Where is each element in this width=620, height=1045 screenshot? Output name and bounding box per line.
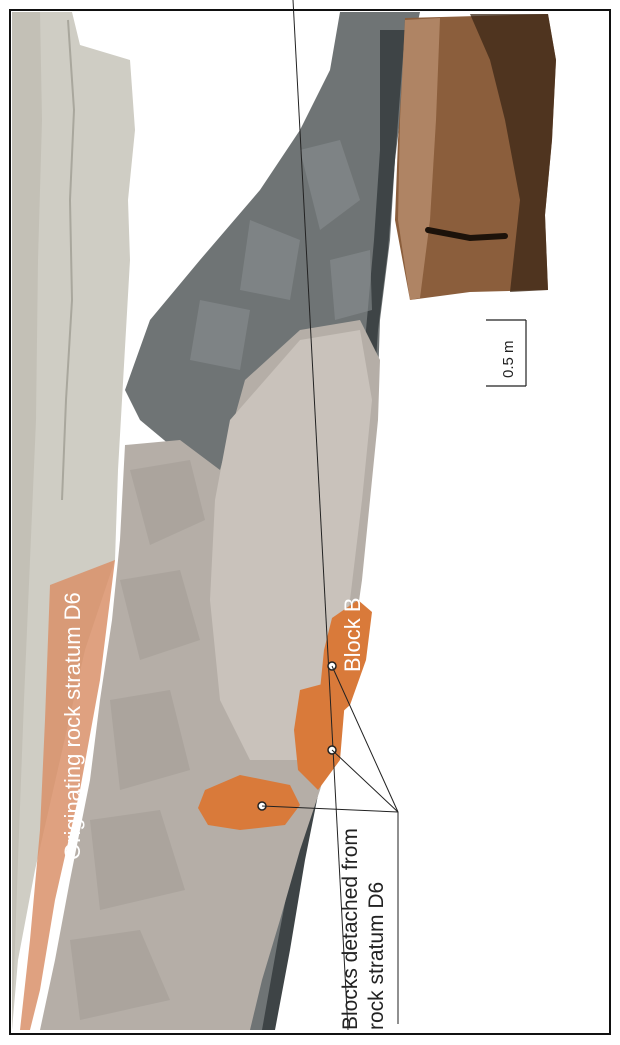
detached-blocks-label: Blocks detached from rock stratum D6 bbox=[338, 828, 390, 1030]
detached-label-line2: rock stratum D6 bbox=[364, 828, 390, 1030]
scale-label: 0.5 m bbox=[500, 340, 517, 378]
detached-label-line1: Blocks detached from bbox=[338, 828, 364, 1030]
block-b-label: Block B bbox=[340, 597, 366, 672]
originating-stratum-label: Originating rock stratum D6 bbox=[60, 592, 86, 860]
